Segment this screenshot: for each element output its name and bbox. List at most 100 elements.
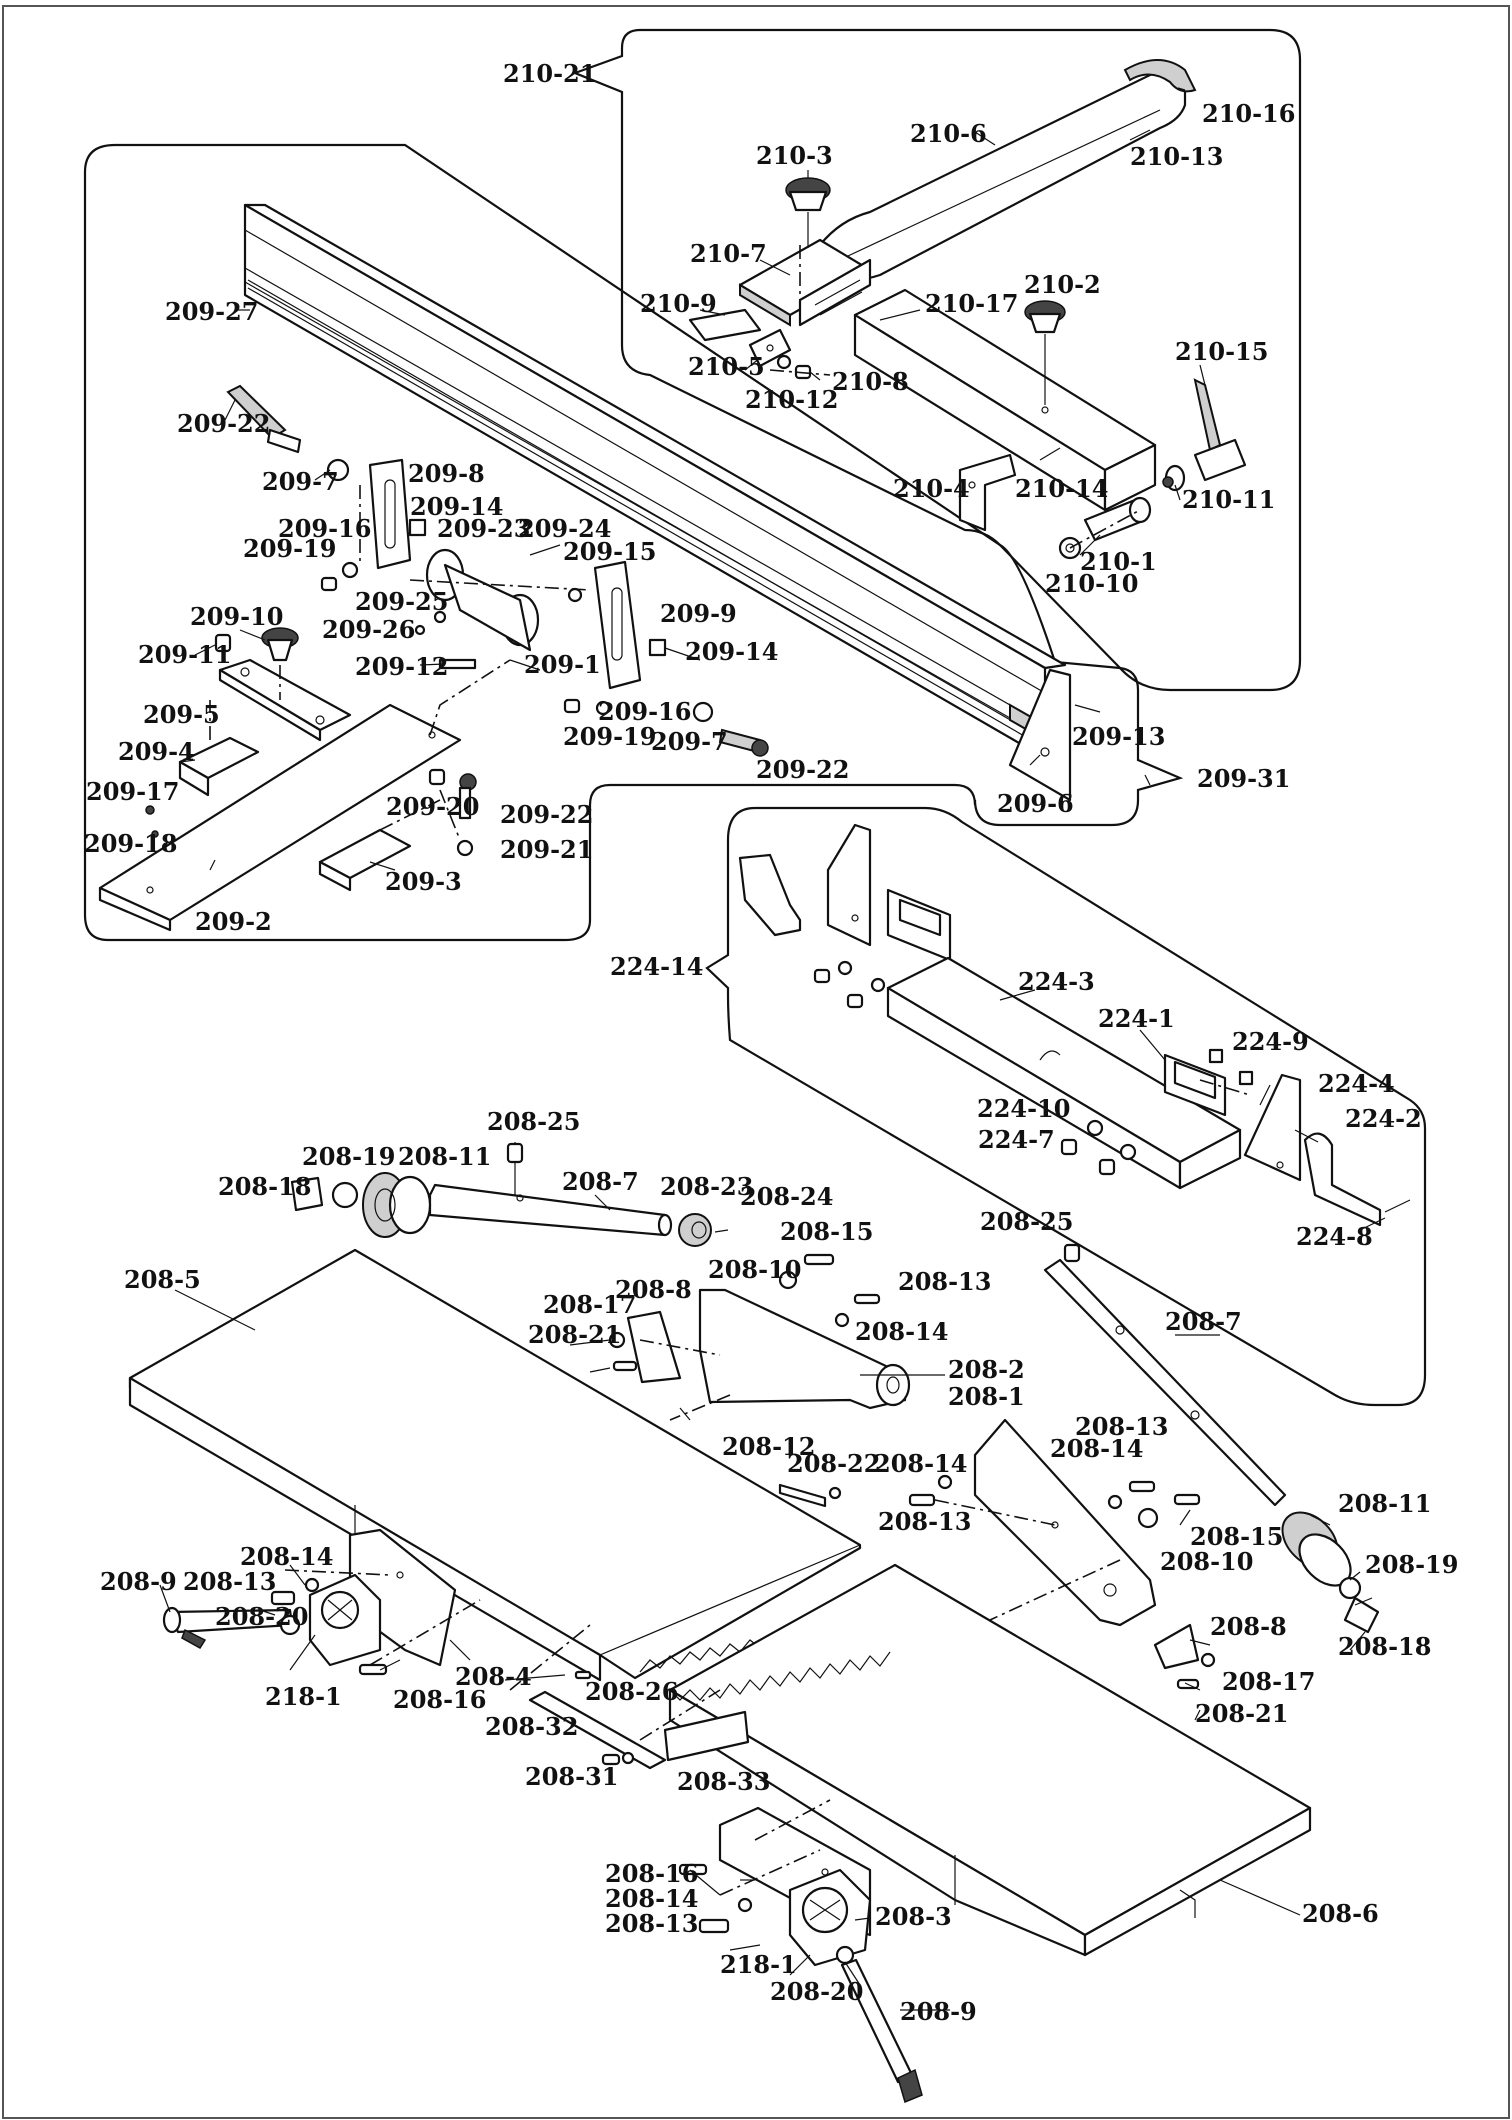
label-209-1: 209-1	[524, 650, 601, 679]
label-208-12: 208-12	[722, 1432, 815, 1461]
outfeed-table-208-6	[668, 1563, 1312, 1957]
label-209-22-top: 209-22	[177, 409, 270, 438]
fence-beam-210-17	[853, 288, 1157, 512]
label-210-13: 210-13	[1130, 142, 1223, 171]
label-210-16: 210-16	[1202, 99, 1295, 128]
label-209-8: 209-8	[408, 459, 485, 488]
screw-208-31	[601, 1751, 635, 1766]
bolt-224-c	[1098, 1158, 1116, 1176]
assembly-lines	[209, 245, 1251, 1896]
handwheel-208-11-top	[362, 1172, 432, 1238]
bolt-208-13-left	[270, 1590, 296, 1606]
bracket-224-2	[1303, 1132, 1382, 1227]
label-208-3: 208-3	[875, 1902, 952, 1931]
label-210-6: 210-6	[910, 119, 987, 148]
shaft-210-1	[1058, 496, 1152, 560]
label-208-13-mid: 208-13	[878, 1507, 971, 1536]
label-209-18: 209-18	[84, 829, 177, 858]
bracket-224-left	[738, 823, 872, 947]
label-218-1-left: 218-1	[265, 1682, 342, 1711]
label-209-3: 209-3	[385, 867, 462, 896]
label-208-14-left: 208-14	[240, 1542, 333, 1571]
label-209-19-top: 209-19	[243, 534, 336, 563]
bolt-224-b	[846, 993, 864, 1009]
pin-208-26	[574, 1670, 592, 1680]
washer-208-14-right	[1107, 1494, 1123, 1510]
end-plate-209-6	[1008, 668, 1072, 802]
plate-209-5	[218, 658, 352, 742]
lever-210-15	[1162, 378, 1247, 492]
pin-208-21-top	[612, 1360, 638, 1372]
roller-209-23	[425, 548, 540, 652]
washer-208-14-top	[834, 1312, 850, 1328]
label-209-31: 209-31	[1197, 764, 1290, 793]
bolt-208-13-mid	[908, 1493, 936, 1507]
block-209-3	[318, 828, 412, 892]
label-209-19-bot: 209-19	[563, 722, 656, 751]
label-208-9-left: 208-9	[100, 1567, 177, 1596]
label-224-2: 224-2	[1345, 1104, 1422, 1133]
washer-209-16-bot	[595, 700, 611, 716]
label-208-17-right: 208-17	[1222, 1667, 1315, 1696]
gib-208-32	[528, 1690, 667, 1770]
bracket-208-2	[698, 1288, 911, 1410]
label-208-18-top: 208-18	[218, 1172, 311, 1201]
label-210-11: 210-11	[1182, 485, 1275, 514]
washer-208-19-right	[1338, 1576, 1362, 1600]
label-209-14-bot: 209-14	[685, 637, 778, 666]
block-209-4	[178, 736, 260, 797]
label-209-7-bot: 209-7	[651, 727, 728, 756]
label-208-15-top: 208-15	[780, 1217, 873, 1246]
handle-208-9-bottom	[840, 1958, 923, 2104]
label-209-11: 209-11	[138, 640, 231, 669]
label-218-1-bottom: 218-1	[720, 1950, 797, 1979]
label-208-20-left: 208-20	[215, 1602, 308, 1631]
label-210-12: 210-12	[745, 385, 838, 414]
label-208-11-top: 208-11	[398, 1142, 491, 1171]
label-209-25: 209-25	[355, 587, 448, 616]
washer-208-19-top	[331, 1181, 359, 1209]
label-210-15: 210-15	[1175, 337, 1268, 366]
label-209-14-top: 209-14	[410, 492, 503, 521]
lever-209-22-top	[226, 384, 302, 454]
nut-209-14-top	[408, 518, 427, 537]
label-208-25-top: 208-25	[487, 1107, 580, 1136]
lever-209-22-bot	[718, 728, 769, 757]
beam-224-3	[886, 956, 1242, 1190]
bolt-208-15-right	[1173, 1493, 1201, 1506]
washer-224-c	[1119, 1143, 1137, 1161]
label-208-5: 208-5	[124, 1265, 201, 1294]
bolt-208-13-top	[853, 1293, 881, 1305]
washer-224-b	[870, 977, 886, 993]
label-208-13-mid-top: 208-13	[1075, 1412, 1168, 1441]
label-209-4: 209-4	[118, 737, 195, 766]
label-208-15-right: 208-15	[1190, 1522, 1283, 1551]
label-209-6: 209-6	[997, 789, 1074, 818]
washer-208-14-mid	[937, 1474, 953, 1490]
label-208-16-left: 208-16	[393, 1685, 486, 1714]
label-208-24: 208-24	[740, 1182, 833, 1211]
label-224-8: 224-8	[1296, 1222, 1373, 1251]
label-208-11-right: 208-11	[1338, 1489, 1431, 1518]
label-209-16-top: 209-16	[278, 514, 371, 543]
label-210-1: 210-1	[1080, 547, 1157, 576]
ring-208-20-left	[279, 1614, 301, 1636]
label-208-21-top: 208-21	[528, 1320, 621, 1349]
shaft-208-7-right	[1043, 1258, 1287, 1507]
label-209-24: 209-24	[518, 514, 611, 543]
label-209-21: 209-21	[500, 835, 593, 864]
washer-210-12	[776, 354, 792, 370]
plate-210-5	[748, 328, 792, 368]
label-208-8-right: 208-8	[1210, 1612, 1287, 1641]
label-209-9: 209-9	[660, 599, 737, 628]
fence-clamp-210-7	[738, 238, 872, 327]
pin-210-14	[1039, 447, 1061, 461]
label-209-13: 209-13	[1072, 722, 1165, 751]
bracket-224-4	[1243, 1073, 1302, 1182]
label-209-7-top: 209-7	[262, 467, 339, 496]
rail-209-2	[98, 703, 462, 932]
bolt-208-13-bottom	[698, 1918, 730, 1934]
bracket-210-4	[958, 453, 1017, 532]
label-210-9: 210-9	[640, 289, 717, 318]
